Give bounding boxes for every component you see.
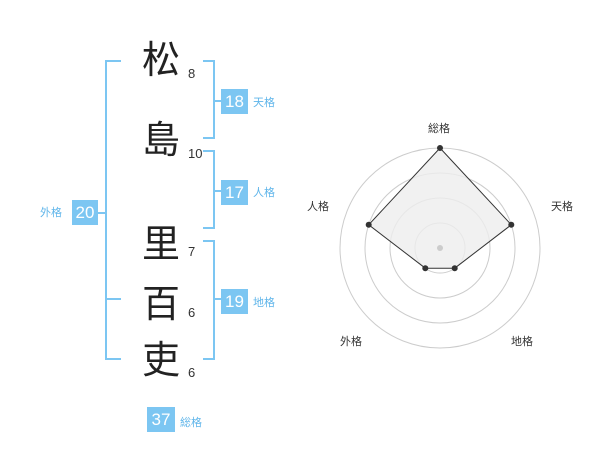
radar-series-polygon xyxy=(367,147,513,269)
stroke-count-5: 6 xyxy=(188,365,196,380)
radar-point-1 xyxy=(437,145,443,151)
chikaku-label: 地格 xyxy=(253,296,275,309)
soukaku-value: 37 xyxy=(147,407,175,432)
radar-axis-label-jinkaku: 人格 xyxy=(307,200,329,213)
radar-center-dot xyxy=(437,245,443,251)
radar-point-5 xyxy=(365,221,372,228)
gaikaku-bracket xyxy=(105,60,121,360)
stroke-count-2: 10 xyxy=(188,146,203,161)
stroke-count-4: 6 xyxy=(188,305,196,320)
radar-axis-label-gaikaku: 外格 xyxy=(340,335,362,348)
radar-axis-label-chikaku: 地格 xyxy=(511,335,533,348)
tenkaku-bracket xyxy=(203,60,215,139)
radar-point-3 xyxy=(451,265,458,272)
gaikaku-value: 20 xyxy=(72,200,98,225)
stroke-count-1: 8 xyxy=(188,66,196,81)
chikaku-bracket xyxy=(203,240,215,360)
name-char-2: 島 xyxy=(141,118,180,162)
radar-axis-label-tenkaku: 天格 xyxy=(551,200,573,213)
tenkaku-connector xyxy=(213,100,221,102)
gaikaku-connector xyxy=(98,212,107,214)
gaikaku-label: 外格 xyxy=(40,206,62,219)
stroke-count-3: 7 xyxy=(188,244,196,259)
name-char-1: 松 xyxy=(141,38,180,82)
jinkaku-connector xyxy=(213,190,221,192)
name-char-5: 吏 xyxy=(141,338,180,382)
gaikaku-mid-tick xyxy=(105,298,121,300)
radar-axis-label-soukaku: 総格 xyxy=(428,122,450,135)
soukaku-label: 総格 xyxy=(180,416,202,429)
radar-point-4 xyxy=(422,265,429,272)
name-char-4: 百 xyxy=(141,282,180,326)
tenkaku-value: 18 xyxy=(221,89,248,114)
chikaku-connector xyxy=(213,298,221,300)
jinkaku-label: 人格 xyxy=(253,186,275,199)
jinkaku-value: 17 xyxy=(221,180,248,205)
tenkaku-label: 天格 xyxy=(253,96,275,109)
radar-point-2 xyxy=(508,221,515,228)
chikaku-value: 19 xyxy=(221,289,248,314)
name-char-3: 里 xyxy=(141,222,180,266)
jinkaku-bracket xyxy=(203,150,215,229)
